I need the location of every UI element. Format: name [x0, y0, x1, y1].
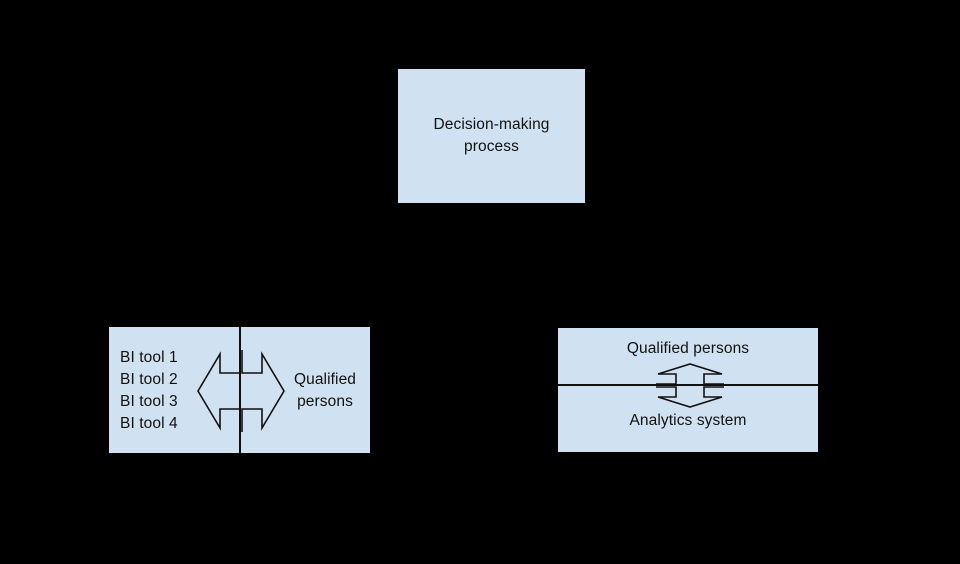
analytics-system-label: Analytics system: [629, 412, 747, 429]
qualified-persons-analytics-system-node[interactable]: Qualified persons Analytics system: [558, 328, 818, 452]
left-qualified-persons-label: Qualified persons: [293, 371, 357, 410]
bi-tools-qualified-persons-node[interactable]: BI tool 1 BI tool 2 BI tool 3 BI tool 4 …: [109, 327, 370, 453]
decision-making-process-node[interactable]: Decision-making process: [398, 69, 585, 203]
right-qualified-persons-label: Qualified persons: [626, 340, 750, 357]
decision-making-process-label: Decision-making process: [433, 116, 550, 155]
double-headed-vertical-arrow-icon: [656, 363, 724, 408]
double-headed-horizontal-arrow-icon: [196, 350, 286, 432]
right-node-horizontal-divider: [558, 384, 818, 386]
left-node-vertical-divider: [239, 327, 241, 453]
bi-tools-list-label: BI tool 1 BI tool 2 BI tool 3 BI tool 4: [120, 349, 178, 432]
